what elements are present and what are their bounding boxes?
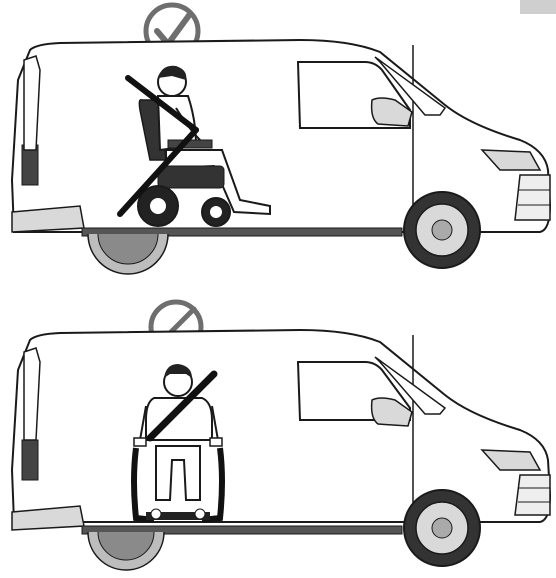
rear-wheel	[88, 234, 168, 274]
van-diagram-top	[0, 0, 556, 290]
panel-forward-facing	[0, 0, 556, 290]
front-wheel	[404, 192, 480, 268]
front-wheel	[404, 490, 480, 566]
van-diagram-bottom	[0, 290, 556, 578]
rear-wheel	[88, 532, 164, 570]
panel-sideways-facing	[0, 290, 556, 578]
